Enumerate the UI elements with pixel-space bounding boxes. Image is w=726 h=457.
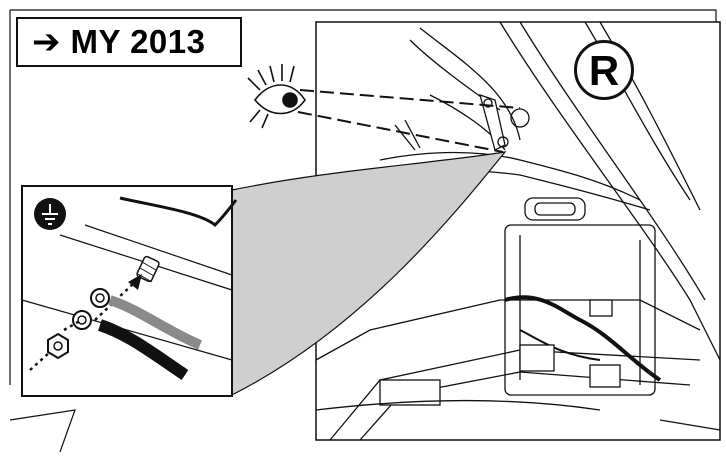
ground-symbol-icon [34,198,66,230]
eye-icon [247,64,306,129]
trunk-illustration [315,21,721,441]
right-arrow-icon: ➔ [32,22,61,62]
detail-callout-wedge [231,151,507,396]
region-badge: R [574,40,634,100]
detail-illustration [21,196,238,380]
model-year-label: ➔ MY 2013 [16,17,242,67]
model-year-text: MY 2013 [70,23,206,60]
region-badge-letter: R [588,47,620,94]
sight-lines [297,89,521,153]
